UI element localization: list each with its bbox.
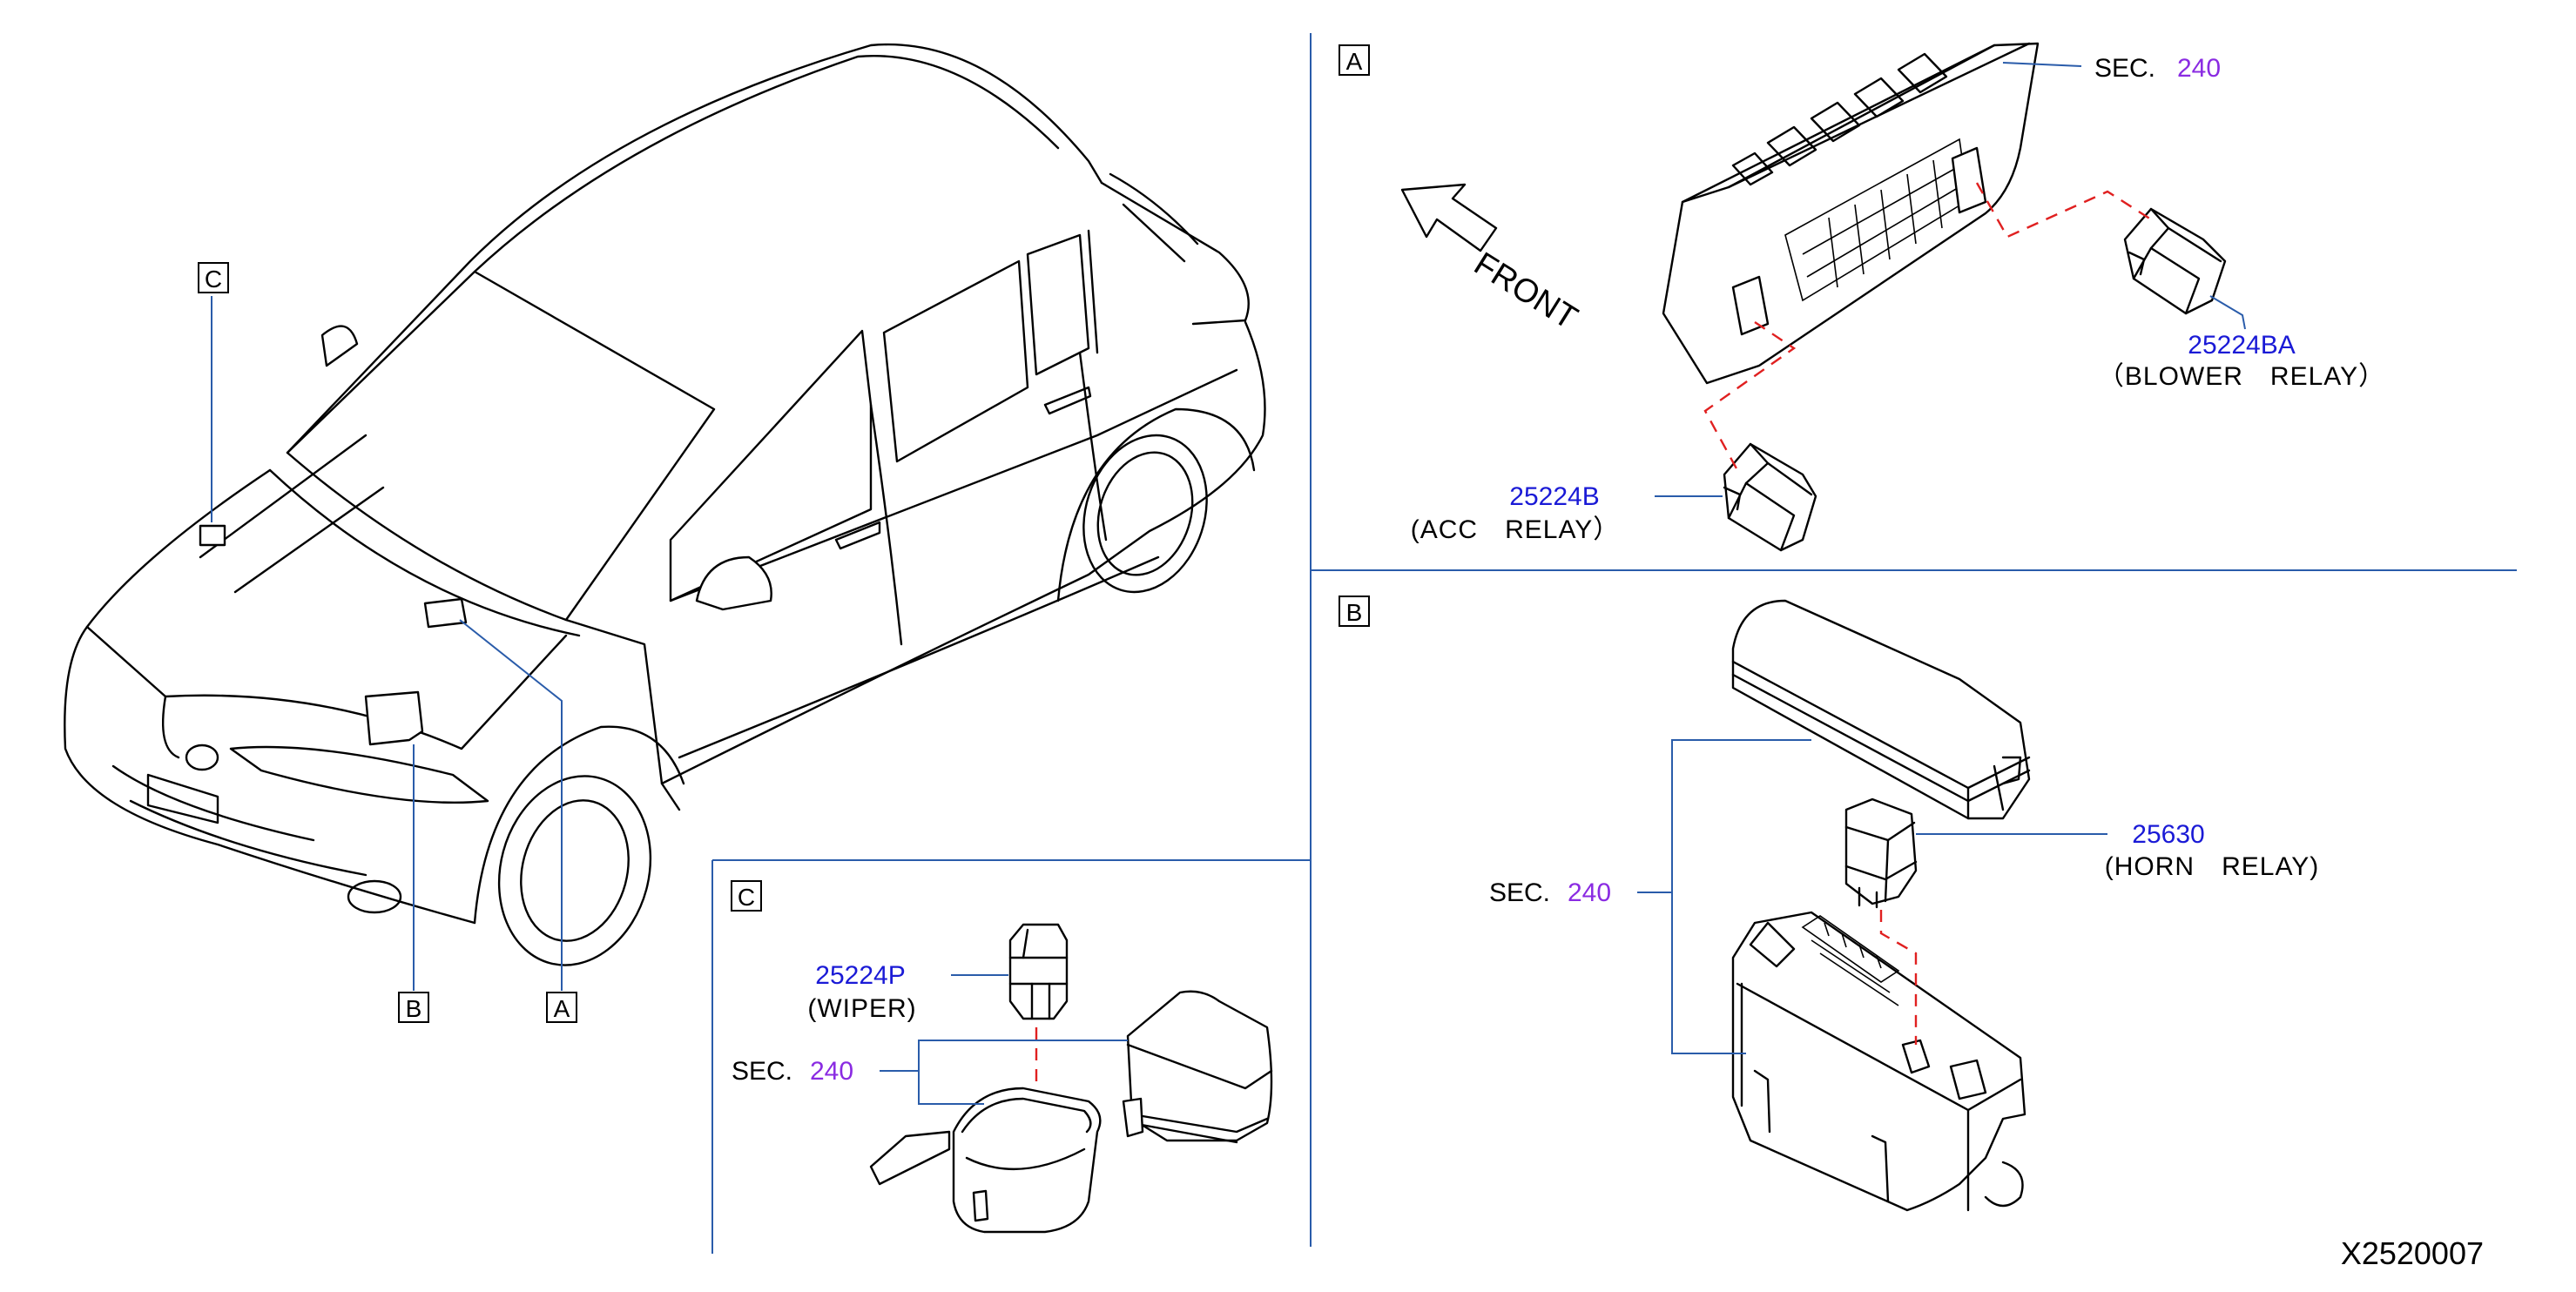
sec-prefix-c: SEC. bbox=[732, 1057, 792, 1086]
callout-c-text: C bbox=[205, 266, 222, 293]
c-location-marker bbox=[199, 524, 226, 547]
panel-c-label: C bbox=[738, 884, 755, 911]
blower-relay bbox=[2123, 207, 2227, 315]
horn-relay-desc: (HORN RELAY) bbox=[2105, 852, 2319, 881]
fuse-box-body bbox=[1731, 911, 2026, 1212]
wiper-relay-desc: (WIPER) bbox=[807, 994, 916, 1023]
callout-b-car: B bbox=[398, 992, 429, 1023]
panel-b: B 25630 (HORN RELAY) bbox=[1339, 596, 2319, 1212]
panel-a-label: A bbox=[1346, 48, 1363, 75]
callout-a-text: A bbox=[554, 995, 570, 1022]
sec-number-b: 240 bbox=[1568, 878, 1611, 907]
blower-relay-number: 25224BA bbox=[2188, 331, 2295, 360]
sec-prefix-a: SEC. bbox=[2094, 54, 2155, 83]
horn-relay bbox=[1844, 797, 1918, 909]
panel-a: A FRONT bbox=[1339, 42, 2385, 552]
acc-relay-number: 25224B bbox=[1509, 482, 1599, 511]
horn-relay-number: 25630 bbox=[2132, 820, 2204, 849]
panel-b-label: B bbox=[1346, 599, 1363, 626]
wiper-relay bbox=[1008, 923, 1069, 1020]
relay-cover-closed bbox=[1122, 990, 1273, 1144]
panel-c: C 25224P (WIPER) bbox=[731, 880, 1273, 1234]
sec-number-c: 240 bbox=[810, 1057, 853, 1086]
panel-dividers bbox=[711, 33, 2517, 1254]
panel-a-box bbox=[1339, 44, 1370, 76]
front-arrow-icon: FRONT bbox=[1400, 183, 1583, 337]
acc-relay bbox=[1723, 442, 1817, 552]
sec-prefix-b: SEC. bbox=[1489, 878, 1550, 907]
blower-relay-desc: （BLOWER RELAY） bbox=[2098, 362, 2385, 391]
panel-c-box bbox=[731, 880, 762, 912]
callout-a-car: A bbox=[546, 992, 577, 1023]
acc-relay-desc: (ACC RELAY） bbox=[1411, 515, 1620, 544]
diagram-code: X2520007 bbox=[2341, 1235, 2484, 1271]
fuse-box-cover bbox=[1731, 599, 2031, 820]
car-illustration bbox=[64, 43, 1266, 966]
sec-number-a: 240 bbox=[2177, 54, 2221, 83]
front-label: FRONT bbox=[1467, 246, 1583, 337]
callout-b-text: B bbox=[406, 995, 422, 1022]
wiper-relay-number: 25224P bbox=[815, 961, 905, 990]
b-location-marker bbox=[364, 690, 424, 746]
fuse-block-a bbox=[1662, 42, 2040, 385]
relay-holder-open bbox=[869, 1087, 1102, 1234]
a-location-marker bbox=[423, 597, 468, 629]
callout-c-car: C bbox=[198, 262, 229, 293]
car-callout-leaders bbox=[211, 296, 563, 991]
panel-b-box bbox=[1339, 596, 1370, 627]
